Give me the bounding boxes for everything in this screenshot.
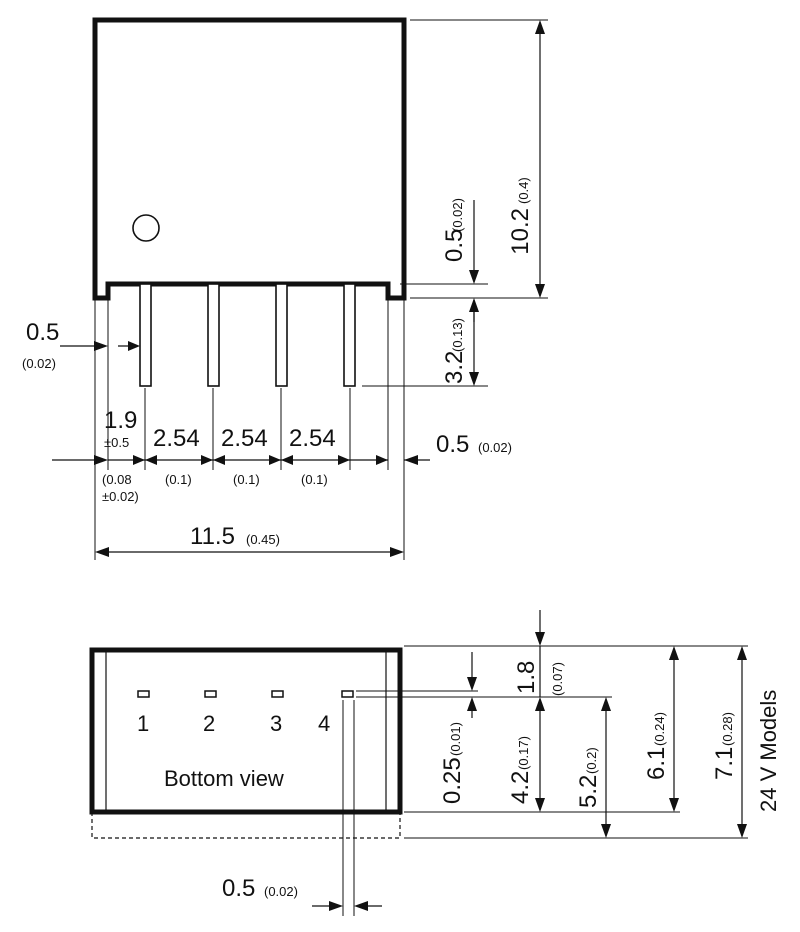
pin [207, 283, 220, 387]
dim-height-total: 10.2 [507, 208, 534, 255]
dim-first-pin: 1.9 [104, 407, 137, 434]
pin [275, 283, 288, 387]
bottom-view-label: Bottom view [164, 766, 284, 791]
pin [343, 283, 356, 387]
pin-number-3: 3 [270, 711, 282, 736]
dim-depth-24v-inch: (0.28) [720, 712, 735, 746]
pin1-marker [132, 214, 160, 242]
dim-standoff-inch: (0.02) [450, 198, 465, 232]
dim-pin-length: 3.2 [441, 351, 468, 384]
dim-pin-width: 0.5 [222, 875, 255, 902]
dim-pitch-1: 2.54 [153, 425, 200, 452]
dim-depth-24v: 7.1 [711, 747, 738, 780]
dim-depth-inch: (0.24) [652, 712, 667, 746]
pin [139, 283, 152, 387]
dim-pitch-2: 2.54 [221, 425, 268, 452]
bottom-body-24v-outline [91, 812, 401, 839]
dim-row-to-dashed-inch: (0.2) [584, 747, 599, 774]
dim-height-total-inch: (0.4) [516, 177, 531, 204]
dim-first-pin-inch-a: (0.08 [102, 472, 132, 487]
pin-pad [137, 690, 150, 698]
pin-pad [341, 690, 354, 698]
dim-pin-offset-left: 0.5 [26, 319, 59, 346]
dim-pin-row-width-inch: (0.01) [448, 722, 463, 756]
dim-pin-width-inch: (0.02) [264, 884, 298, 899]
pin-number-2: 2 [203, 711, 215, 736]
dim-row-to-dashed: 5.2 [575, 775, 602, 808]
pin-number-1: 1 [137, 711, 149, 736]
pin-pad [271, 690, 284, 698]
dim-edge-to-pins: 1.8 [513, 661, 540, 694]
side-view: 10.2 (0.4) 0.5 (0.02) 3.2 (0.13) 0.5 (0.… [22, 17, 548, 560]
dim-standoff: 0.5 [441, 229, 468, 262]
dim-pitch-3: 2.54 [289, 425, 336, 452]
dim-pin-length-inch: (0.13) [450, 318, 465, 352]
dim-pin-row-width: 0.25 [439, 757, 466, 804]
dim-pitch-1-inch: (0.1) [165, 472, 192, 487]
dim-first-pin-tol: ±0.5 [104, 435, 129, 450]
bottom-body [89, 647, 403, 815]
dim-depth-24v-note: 24 V Models [756, 690, 781, 812]
pin-pad [204, 690, 217, 698]
pin-number-4: 4 [318, 711, 330, 736]
dim-pitch-2-inch: (0.1) [233, 472, 260, 487]
dim-width-total-inch: (0.45) [246, 532, 280, 547]
dim-edge-to-pins-inch: (0.07) [550, 662, 565, 696]
dim-width-total: 11.5 [190, 523, 235, 550]
dim-first-pin-inch-b: ±0.02) [102, 489, 139, 504]
dim-row-to-edge-inch: (0.17) [516, 736, 531, 770]
component-body [92, 17, 407, 301]
dim-pin-right-gap: 0.5 [436, 431, 469, 458]
dim-pin-right-gap-inch: (0.02) [478, 440, 512, 455]
dim-depth: 6.1 [643, 747, 670, 780]
dim-pin-offset-left-inch: (0.02) [22, 356, 56, 371]
bottom-view: 1 2 3 4 Bottom view [89, 610, 781, 916]
dim-pitch-3-inch: (0.1) [301, 472, 328, 487]
dim-row-to-edge: 4.2 [507, 771, 534, 804]
